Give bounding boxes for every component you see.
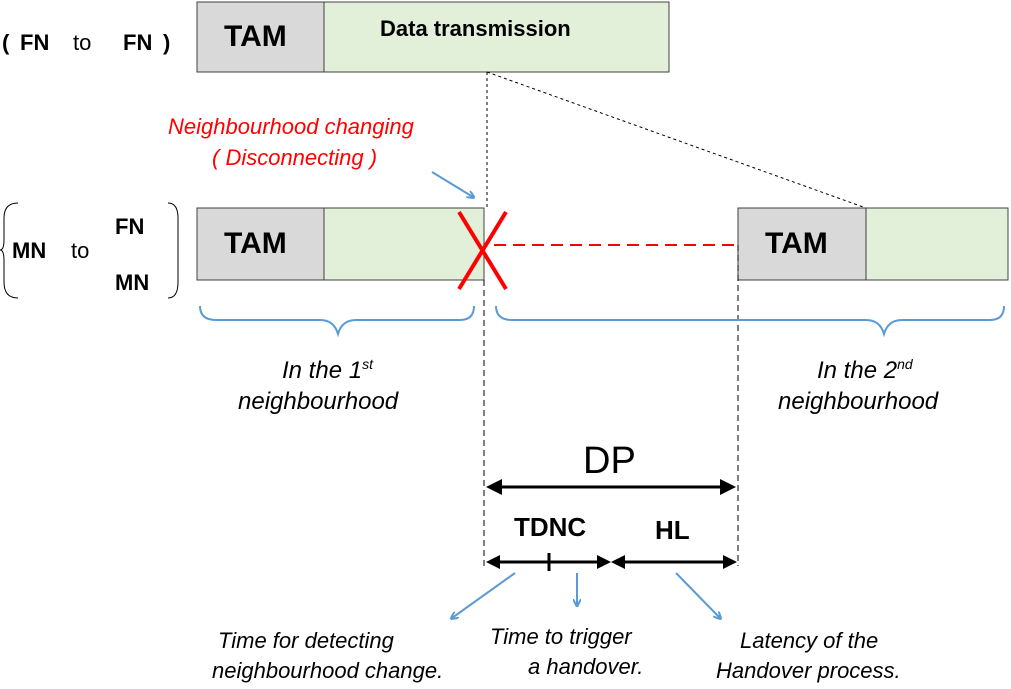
disconnect-pointer-arrow xyxy=(431,171,473,197)
second-neighbourhood-line2: neighbourhood xyxy=(778,388,939,415)
first-neighbourhood-text: In the 1 xyxy=(282,357,363,384)
disconnect-cross-b xyxy=(457,210,508,291)
mid-left-data-block xyxy=(323,207,485,281)
mid-right-data-block xyxy=(865,207,1009,281)
detect-note-line1: Time for detecting xyxy=(218,628,394,653)
hl-arrowhead-left xyxy=(611,555,625,569)
mid-right-tam-block xyxy=(737,207,867,281)
mid-to-lower: MN xyxy=(115,270,150,295)
tdnc-arrowhead-right xyxy=(597,555,611,569)
dp-arrowhead-right xyxy=(720,479,736,495)
latency-note-pointer xyxy=(675,572,720,618)
mid-left-tam-label: TAM xyxy=(224,227,287,260)
tdnc-label: TDNC xyxy=(514,512,587,542)
top-close-paren: ) xyxy=(163,30,171,55)
second-neighbourhood-line1: In the 2nd xyxy=(817,356,913,385)
dp-arrowhead-left xyxy=(486,479,502,495)
top-to-label: FN xyxy=(123,30,153,55)
latency-note-line1: Latency of the xyxy=(740,628,879,653)
top-open-paren: ( xyxy=(2,30,10,55)
detect-note-line2: neighbourhood change. xyxy=(212,658,444,683)
trigger-note-line2: a handover. xyxy=(528,654,644,679)
first-neighbourhood-line2: neighbourhood xyxy=(238,388,399,415)
mid-to-word: to xyxy=(71,238,90,263)
top-tam-label: TAM xyxy=(224,20,287,53)
mid-to-upper: FN xyxy=(115,214,145,239)
latency-note-line2: Handover process. xyxy=(716,658,901,683)
second-neighbourhood-sup: nd xyxy=(897,356,913,372)
left-brace xyxy=(0,202,19,299)
top-to-word: to xyxy=(73,30,92,55)
projection-line-right xyxy=(486,71,867,209)
hl-arrowhead-right xyxy=(723,555,737,569)
first-neighbourhood-line1: In the 1st xyxy=(282,356,373,385)
event-label-line1: Neighbourhood changing xyxy=(168,114,414,139)
top-tam-block xyxy=(196,1,325,73)
right-brace xyxy=(167,202,179,299)
trigger-note-line1: Time to trigger xyxy=(490,624,632,649)
first-neighbourhood-sup: st xyxy=(362,356,373,372)
hl-label: HL xyxy=(655,515,690,545)
second-neighbourhood-text: In the 2 xyxy=(817,357,898,384)
top-data-block xyxy=(323,1,670,73)
top-from-label: FN xyxy=(20,30,50,55)
first-neighbourhood-brace xyxy=(199,305,475,338)
event-label-line2: ( Disconnecting ) xyxy=(212,145,378,170)
tdnc-arrowhead-left xyxy=(486,555,500,569)
mid-right-tam-label: TAM xyxy=(765,227,828,260)
top-data-label: Data transmission xyxy=(380,16,571,41)
dp-label: DP xyxy=(583,440,636,482)
mid-from-label: MN xyxy=(12,238,47,263)
detect-note-pointer xyxy=(452,572,516,618)
second-neighbourhood-brace xyxy=(495,305,1005,338)
